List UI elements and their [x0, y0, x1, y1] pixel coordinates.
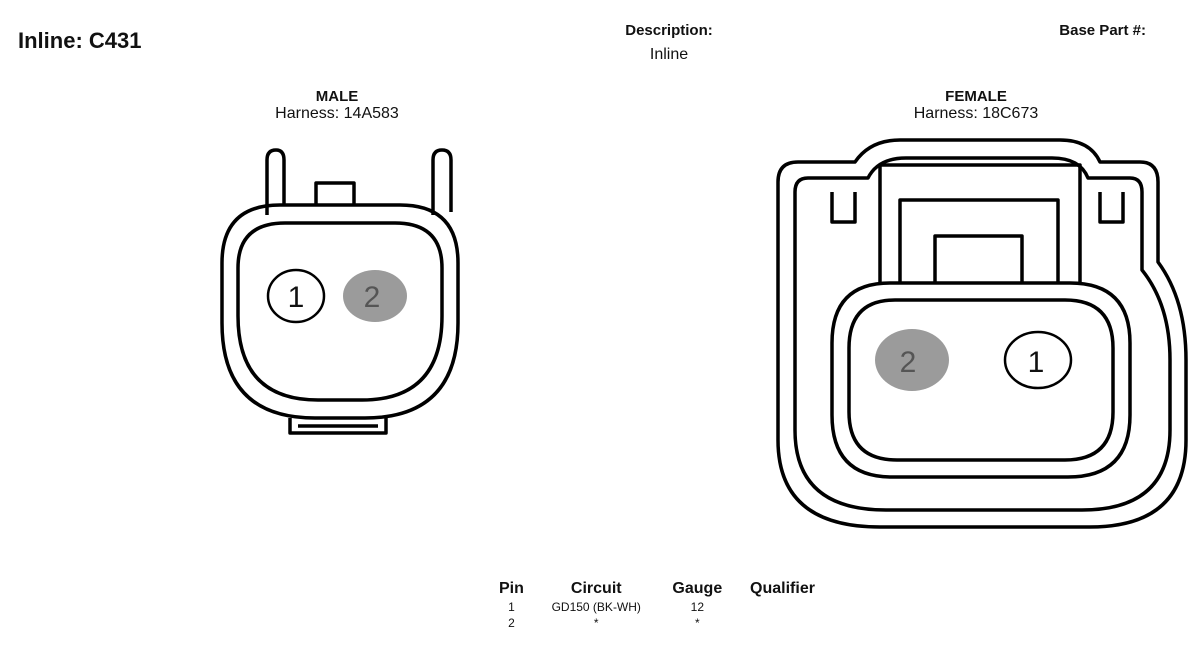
male-right-latch-arm — [431, 148, 453, 215]
male-bottom-tab — [288, 418, 388, 435]
female-outer-shell — [776, 138, 1188, 529]
female-right-notch — [1098, 192, 1125, 224]
male-pin-2-label: 2 — [364, 281, 381, 314]
table-row: 2 * * — [490, 614, 830, 630]
circuit-column-header: Circuit — [570, 580, 622, 597]
female-outer-shell-inner-edge — [793, 156, 1172, 512]
female-connector-face: 2 1 — [776, 138, 1188, 529]
female-pin-1-label: 1 — [1028, 346, 1045, 379]
female-inner-cavity-edge — [847, 298, 1115, 462]
base-part-label: Base Part #: — [1059, 22, 1146, 39]
male-top-tab — [314, 181, 356, 205]
description-label: Description: — [625, 22, 713, 39]
male-outer-housing — [220, 203, 460, 420]
female-inner-cavity — [830, 281, 1132, 479]
male-pin-1 — [266, 268, 326, 324]
male-connector-label: MALE Harness: 14A583 — [217, 88, 457, 123]
female-gender-label: FEMALE — [945, 88, 1007, 105]
qualifier-column-header: Qualifier — [750, 580, 815, 597]
gauge-cell: 12 — [690, 600, 704, 614]
female-latch-frame — [878, 163, 1082, 283]
pin-table-header-row: Pin Circuit Gauge Qualifier — [490, 580, 830, 598]
female-harness-label: Harness: 18C673 — [913, 105, 1039, 122]
qualifier-cell — [735, 598, 830, 614]
gauge-cell: * — [694, 616, 700, 630]
female-pin-1 — [1003, 330, 1073, 390]
male-pin-2 — [343, 270, 407, 322]
female-pin-2-label: 2 — [900, 346, 917, 379]
female-latch-tab — [933, 234, 1024, 283]
description-value: Inline — [649, 46, 689, 63]
male-connector-face: 1 2 — [220, 148, 460, 435]
qualifier-cell — [735, 614, 830, 630]
male-pin-1-label: 1 — [288, 281, 305, 314]
gauge-column-header: Gauge — [672, 580, 723, 597]
male-gender-label: MALE — [315, 88, 359, 105]
page-title: Inline: C431 — [18, 28, 142, 53]
pin-cell: 2 — [508, 616, 515, 630]
circuit-cell: * — [593, 616, 599, 630]
table-row: 1 GD150 (BK-WH) 12 — [490, 598, 830, 614]
male-harness-label: Harness: 14A583 — [275, 105, 399, 122]
female-latch-frame-inner — [898, 198, 1060, 283]
female-left-notch — [830, 192, 857, 224]
pin-table: Pin Circuit Gauge Qualifier 1 GD150 (BK-… — [490, 580, 830, 630]
female-connector-label: FEMALE Harness: 18C673 — [856, 88, 1096, 123]
circuit-cell: GD150 (BK-WH) — [551, 600, 641, 614]
male-left-latch-arm — [265, 148, 286, 215]
male-inner-cavity — [236, 221, 444, 402]
pin-cell: 1 — [508, 600, 515, 614]
female-pin-2 — [875, 329, 949, 391]
pin-column-header: Pin — [498, 580, 524, 597]
